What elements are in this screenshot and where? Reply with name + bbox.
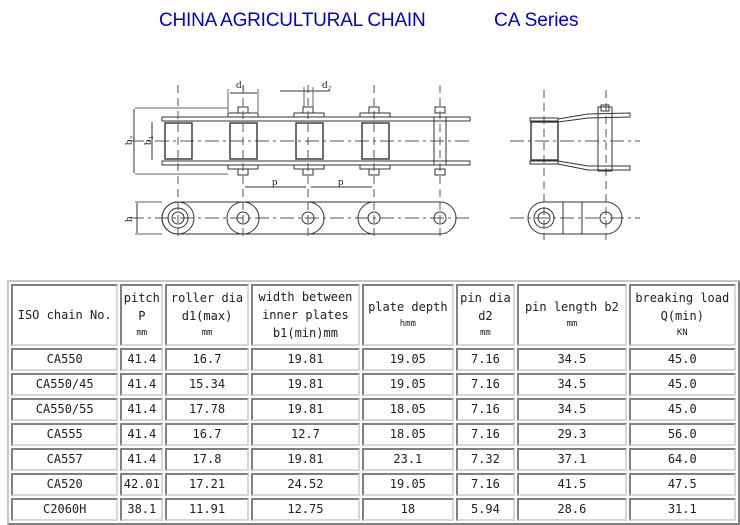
cell-pitch: 41.4 <box>120 448 164 471</box>
cell-chain-no: CA520 <box>11 473 119 496</box>
cell-width-inner: 12.75 <box>250 498 361 521</box>
cell-pin-length: 34.5 <box>517 398 627 421</box>
cell-pin-length: 29.3 <box>517 423 627 446</box>
header-pin-length: pin length b2 mm <box>517 284 627 346</box>
cell-pitch: 41.4 <box>120 348 164 371</box>
cell-width-inner: 19.81 <box>250 348 361 371</box>
table-header-row: ISO chain No. pitch P mm roller dia d1(m… <box>11 284 736 346</box>
header-pitch: pitch P mm <box>120 284 164 346</box>
cell-pitch: 41.4 <box>120 398 164 421</box>
label-p-1: p <box>272 176 278 188</box>
cell-plate-depth: 19.05 <box>362 348 454 371</box>
table-row: CA550/45 41.4 15.34 19.81 19.05 7.16 34.… <box>11 373 736 396</box>
label-b1: b₁ <box>142 136 154 146</box>
label-b2: b₂ <box>123 136 135 146</box>
cell-plate-depth: 23.1 <box>362 448 454 471</box>
cell-plate-depth: 19.05 <box>362 373 454 396</box>
cell-pin-length: 37.1 <box>517 448 627 471</box>
cell-width-inner: 24.52 <box>250 473 361 496</box>
header-width-between-inner-plates: width between inner plates b1(min)mm <box>250 284 361 346</box>
cell-pin-length: 34.5 <box>517 373 627 396</box>
chain-drawing-icon: d₁ d₂ b₂ b₁ p p h <box>123 79 640 240</box>
cell-roller-dia: 17.21 <box>165 473 249 496</box>
cell-breaking-load: 31.1 <box>628 498 736 521</box>
chain-diagram: d₁ d₂ b₂ b₁ p p h <box>110 75 640 260</box>
cell-roller-dia: 17.8 <box>165 448 249 471</box>
table-row: CA520 42.01 17.21 24.52 19.05 7.16 41.5 … <box>11 473 736 496</box>
label-p-2: p <box>338 176 344 188</box>
cell-width-inner: 19.81 <box>250 448 361 471</box>
cell-plate-depth: 18.05 <box>362 423 454 446</box>
cell-roller-dia: 11.91 <box>165 498 249 521</box>
cell-pin-dia: 7.16 <box>455 423 516 446</box>
cell-pitch: 41.4 <box>120 373 164 396</box>
cell-breaking-load: 64.0 <box>628 448 736 471</box>
cell-chain-no: C2060H <box>11 498 119 521</box>
cell-pin-length: 34.5 <box>517 348 627 371</box>
cell-breaking-load: 45.0 <box>628 398 736 421</box>
header-plate-depth: plate depth hmm <box>362 284 454 346</box>
cell-plate-depth: 18.05 <box>362 398 454 421</box>
cell-chain-no: CA550/55 <box>11 398 119 421</box>
label-d2: d₂ <box>322 79 332 91</box>
label-d1: d₁ <box>236 79 246 91</box>
cell-chain-no: CA550 <box>11 348 119 371</box>
label-h: h <box>123 216 135 222</box>
cell-plate-depth: 18 <box>362 498 454 521</box>
table-row: C2060H 38.1 11.91 12.75 18 5.94 28.6 31.… <box>11 498 736 521</box>
cell-roller-dia: 16.7 <box>165 348 249 371</box>
cell-chain-no: CA555 <box>11 423 119 446</box>
cell-pitch: 41.4 <box>120 423 164 446</box>
page-title: CHINA AGRICULTURAL CHAIN <box>159 10 426 31</box>
table-row: CA550/55 41.4 17.78 19.81 18.05 7.16 34.… <box>11 398 736 421</box>
header-pin-dia: pin dia d2 mm <box>455 284 516 346</box>
series-title: CA Series <box>494 10 579 31</box>
cell-plate-depth: 19.05 <box>362 473 454 496</box>
cell-breaking-load: 45.0 <box>628 348 736 371</box>
cell-breaking-load: 56.0 <box>628 423 736 446</box>
cell-breaking-load: 47.5 <box>628 473 736 496</box>
cell-roller-dia: 15.34 <box>165 373 249 396</box>
cell-pin-length: 28.6 <box>517 498 627 521</box>
cell-pin-dia: 7.16 <box>455 473 516 496</box>
cell-breaking-load: 45.0 <box>628 373 736 396</box>
table-row: CA557 41.4 17.8 19.81 23.1 7.32 37.1 64.… <box>11 448 736 471</box>
header-iso-chain-no: ISO chain No. <box>11 284 119 346</box>
cell-pin-dia: 7.16 <box>455 348 516 371</box>
cell-width-inner: 12.7 <box>250 423 361 446</box>
cell-chain-no: CA550/45 <box>11 373 119 396</box>
cell-roller-dia: 16.7 <box>165 423 249 446</box>
page-header: CHINA AGRICULTURAL CHAIN CA Series <box>0 10 740 36</box>
chain-spec-table: ISO chain No. pitch P mm roller dia d1(m… <box>7 280 740 525</box>
table-row: CA550 41.4 16.7 19.81 19.05 7.16 34.5 45… <box>11 348 736 371</box>
cell-pin-dia: 5.94 <box>455 498 516 521</box>
cell-pin-dia: 7.32 <box>455 448 516 471</box>
cell-width-inner: 19.81 <box>250 373 361 396</box>
cell-chain-no: CA557 <box>11 448 119 471</box>
table-row: CA555 41.4 16.7 12.7 18.05 7.16 29.3 56.… <box>11 423 736 446</box>
cell-pitch: 42.01 <box>120 473 164 496</box>
cell-pin-dia: 7.16 <box>455 373 516 396</box>
cell-pitch: 38.1 <box>120 498 164 521</box>
header-breaking-load: breaking load Q(min) KN <box>628 284 736 346</box>
cell-width-inner: 19.81 <box>250 398 361 421</box>
cell-pin-dia: 7.16 <box>455 398 516 421</box>
cell-roller-dia: 17.78 <box>165 398 249 421</box>
cell-pin-length: 41.5 <box>517 473 627 496</box>
header-roller-dia: roller dia d1(max) mm <box>165 284 249 346</box>
